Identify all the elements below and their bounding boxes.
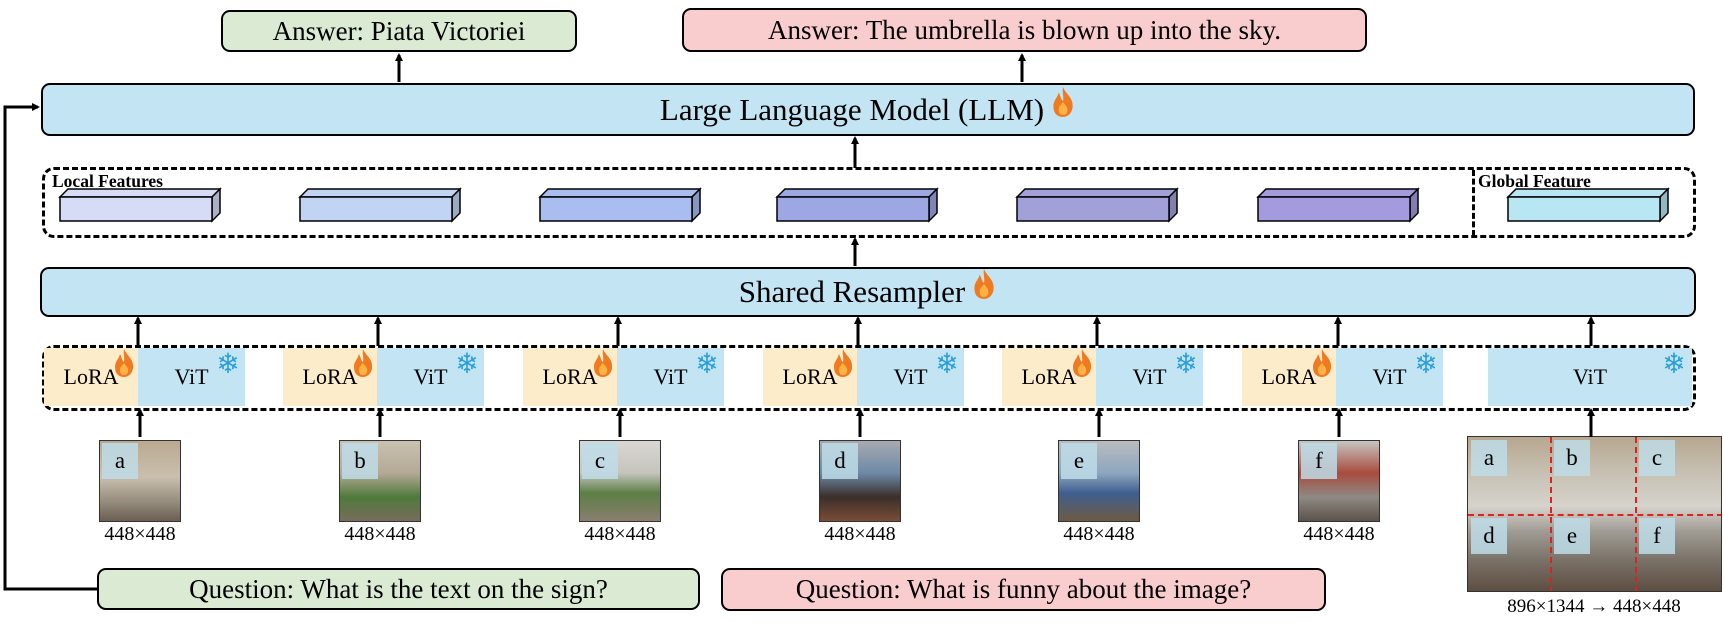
shared-resampler-box: Shared Resampler: [40, 267, 1696, 317]
local-features-label: Local Features: [52, 171, 163, 191]
slice-tag: b: [342, 443, 378, 479]
question-box-right: Question: What is funny about the image?: [721, 568, 1326, 611]
llm-label: Large Language Model (LLM): [659, 91, 1045, 127]
slice-image-c: c: [579, 440, 661, 522]
slice-size-label: 448×448: [824, 523, 896, 545]
answer-box-right: Answer: The umbrella is blown up into th…: [682, 8, 1367, 52]
fire-icon: [1070, 348, 1094, 378]
slice-image-d: d: [819, 440, 901, 522]
local-feature-bar-4: [775, 187, 939, 223]
local-feature-bar-5: [1015, 187, 1179, 223]
slice-size-label: 448×448: [344, 523, 416, 545]
vit-block-a: ViT: [138, 348, 245, 406]
slice-tag: e: [1061, 443, 1097, 479]
question-feedback-arrow: [3, 103, 97, 591]
lora-block-d: LoRA: [763, 348, 857, 406]
lora-block-c: LoRA: [523, 348, 617, 406]
snowflake-icon: ❄: [1414, 347, 1438, 380]
global-feature-bar: [1506, 187, 1670, 223]
fire-icon: [1050, 86, 1076, 118]
vit-block-e: ViT: [1096, 348, 1203, 406]
lora-block-e: LoRA: [1002, 348, 1096, 406]
slice-tag: f: [1301, 443, 1337, 479]
fire-icon: [591, 348, 615, 378]
llm-box: Large Language Model (LLM): [41, 83, 1695, 136]
slice-image-b: b: [339, 440, 421, 522]
full-image: a b c d e f: [1467, 436, 1722, 592]
fire-icon: [351, 348, 375, 378]
full-image-tag-c: c: [1639, 440, 1675, 476]
slice-image-a: a: [99, 440, 181, 522]
slice-tag: a: [102, 443, 138, 479]
question-text-left: Question: What is the text on the sign?: [189, 573, 608, 604]
answer-text-right: Answer: The umbrella is blown up into th…: [768, 14, 1281, 45]
lora-block-b: LoRA: [283, 348, 377, 406]
vit-block-d: ViT: [857, 348, 964, 406]
fire-icon: [112, 348, 136, 378]
snowflake-icon: ❄: [1662, 347, 1686, 380]
features-container: [42, 167, 1696, 238]
full-image-tag-e: e: [1554, 518, 1590, 554]
lora-block-f: LoRA: [1242, 348, 1336, 406]
full-image-tag-f: f: [1639, 518, 1675, 554]
full-image-size: 896×1344 → 448×448: [1507, 596, 1681, 617]
slice-size-label: 448×448: [1063, 523, 1135, 545]
snowflake-icon: ❄: [216, 347, 240, 380]
slice-image-e: e: [1058, 440, 1140, 522]
question-text-right: Question: What is funny about the image?: [795, 574, 1252, 604]
vit-block-global: ViT: [1488, 348, 1692, 406]
slice-tag: d: [822, 443, 858, 479]
snowflake-icon: ❄: [695, 347, 719, 380]
local-feature-bar-6: [1256, 187, 1420, 223]
vit-block-c: ViT: [617, 348, 724, 406]
full-image-tag-d: d: [1471, 518, 1507, 554]
snowflake-icon: ❄: [1174, 347, 1198, 380]
local-feature-bar-3: [538, 187, 702, 223]
local-feature-bar-1: [58, 187, 222, 223]
question-box-left: Question: What is the text on the sign?: [97, 568, 700, 610]
answer-text-left: Answer: Piata Victoriei: [272, 15, 526, 46]
slice-size-label: 448×448: [104, 523, 176, 545]
slice-tag: c: [582, 443, 618, 479]
lora-block-a: LoRA: [44, 348, 138, 406]
global-feature-label: Global Feature: [1478, 171, 1591, 191]
full-image-tag-a: a: [1471, 440, 1507, 476]
slice-size-label: 448×448: [584, 523, 656, 545]
snowflake-icon: ❄: [455, 347, 479, 380]
vit-block-b: ViT: [377, 348, 484, 406]
slice-image-f: f: [1298, 440, 1380, 522]
full-image-tag-b: b: [1554, 440, 1590, 476]
vit-block-f: ViT: [1336, 348, 1443, 406]
fire-icon: [971, 268, 997, 300]
local-feature-bar-2: [298, 187, 462, 223]
features-divider: [1472, 170, 1475, 236]
fire-icon: [1310, 348, 1334, 378]
answer-box-left: Answer: Piata Victoriei: [221, 10, 577, 52]
slice-size-label: 448×448: [1303, 523, 1375, 545]
full-image-grid-h: [1468, 514, 1721, 516]
fire-icon: [831, 348, 855, 378]
snowflake-icon: ❄: [935, 347, 959, 380]
resampler-label: Shared Resampler: [738, 274, 966, 309]
encoders-container: [42, 345, 1696, 411]
